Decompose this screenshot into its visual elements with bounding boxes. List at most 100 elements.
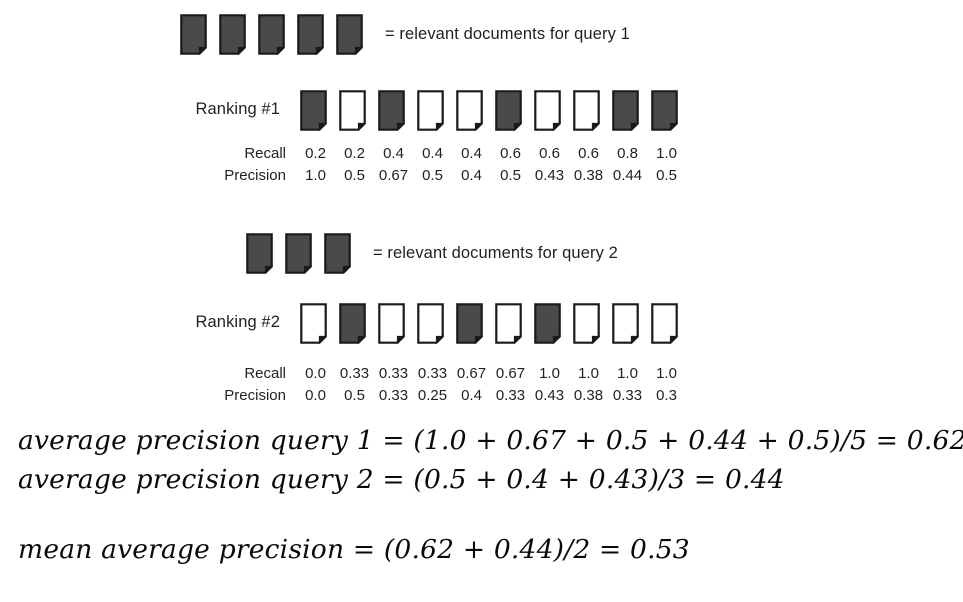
ranked-document-cell [612,90,651,131]
metric-value: 0.33 [495,387,526,404]
nonrelevant-document-icon [495,303,522,344]
nonrelevant-document-icon [573,90,600,131]
metric-value: 0.2 [344,145,365,162]
ranking-2-docs [300,303,690,344]
relevant-document-icon [495,90,522,131]
legend-query-1-label: = relevant documents for query 1 [385,25,630,43]
metric-value: 0.38 [573,167,604,184]
ranked-document-cell [378,303,417,344]
ranked-document-cell [417,90,456,131]
relevant-document-icon [180,14,207,55]
ranking-2-recall-label: Recall [244,365,286,382]
relevant-document-icon [336,14,363,55]
ranked-document-cell [651,90,690,131]
relevant-document-icon [612,90,639,131]
metric-value: 0.43 [534,167,565,184]
metric-value: 1.0 [617,365,638,382]
metric-value: 0.5 [344,387,365,404]
legend-query-2-icons [246,233,363,274]
metric-value: 0.33 [378,365,409,382]
metric-value: 0.6 [578,145,599,162]
ranked-document-cell [378,90,417,131]
metric-value: 0.67 [456,365,487,382]
nonrelevant-document-icon [651,303,678,344]
metric-value: 1.0 [656,145,677,162]
relevant-document-icon [297,14,324,55]
metric-value: 0.4 [422,145,443,162]
ranked-document-cell [456,303,495,344]
ranked-document-cell [417,303,456,344]
ranked-document-cell [339,303,378,344]
relevant-document-icon [285,233,312,274]
metric-value: 0.6 [539,145,560,162]
ranked-document-cell [651,303,690,344]
nonrelevant-document-icon [456,90,483,131]
metric-value: 0.8 [617,145,638,162]
formula-mean-average-precision: mean average precision = (0.62 + 0.44)/2… [18,534,690,565]
metric-value: 0.25 [417,387,448,404]
metric-value: 0.33 [612,387,643,404]
ranked-document-cell [534,303,573,344]
relevant-document-icon [246,233,273,274]
relevant-document-icon [324,233,351,274]
metric-value: 0.0 [305,365,326,382]
metric-value: 0.38 [573,387,604,404]
formula-average-precision-query-1: average precision query 1 = (1.0 + 0.67 … [18,425,963,456]
ranking-1-precision-label: Precision [224,167,286,184]
formula-average-precision-query-2: average precision query 2 = (0.5 + 0.4 +… [18,464,785,495]
ranked-document-cell [300,90,339,131]
ranking-2-label: Ranking #2 [195,313,280,331]
relevant-document-icon [339,303,366,344]
ranked-document-cell [612,303,651,344]
metric-value: 1.0 [305,167,326,184]
metric-value: 0.5 [656,167,677,184]
metric-value: 0.5 [344,167,365,184]
relevant-document-icon [300,90,327,131]
metric-value: 0.67 [378,167,409,184]
ranked-document-cell [573,90,612,131]
metric-value: 0.33 [339,365,370,382]
metric-value: 0.6 [500,145,521,162]
ranked-document-cell [495,90,534,131]
ranking-2-precision-label: Precision [224,387,286,404]
metric-value: 0.33 [417,365,448,382]
relevant-document-icon [258,14,285,55]
ranking-1-label: Ranking #1 [195,100,280,118]
ranked-document-cell [339,90,378,131]
legend-query-2: = relevant documents for query 2 [246,233,618,274]
ranked-document-cell [456,90,495,131]
ranking-1-docs [300,90,690,131]
metric-value: 0.4 [461,167,482,184]
relevant-document-icon [651,90,678,131]
metric-value: 0.43 [534,387,565,404]
ranked-document-cell [300,303,339,344]
ranking-1-recall-label: Recall [244,145,286,162]
nonrelevant-document-icon [612,303,639,344]
relevant-document-icon [456,303,483,344]
ranked-document-cell [534,90,573,131]
metric-value: 0.67 [495,365,526,382]
relevant-document-icon [534,303,561,344]
nonrelevant-document-icon [534,90,561,131]
metric-value: 0.4 [383,145,404,162]
nonrelevant-document-icon [417,303,444,344]
nonrelevant-document-icon [417,90,444,131]
metric-value: 1.0 [656,365,677,382]
ranked-document-cell [495,303,534,344]
metric-value: 0.5 [422,167,443,184]
legend-query-1-icons [180,14,375,55]
legend-query-1: = relevant documents for query 1 [180,14,630,55]
nonrelevant-document-icon [573,303,600,344]
metric-value: 0.44 [612,167,643,184]
ranked-document-cell [573,303,612,344]
metric-value: 0.2 [305,145,326,162]
nonrelevant-document-icon [378,303,405,344]
metric-value: 0.3 [656,387,677,404]
metric-value: 0.0 [305,387,326,404]
